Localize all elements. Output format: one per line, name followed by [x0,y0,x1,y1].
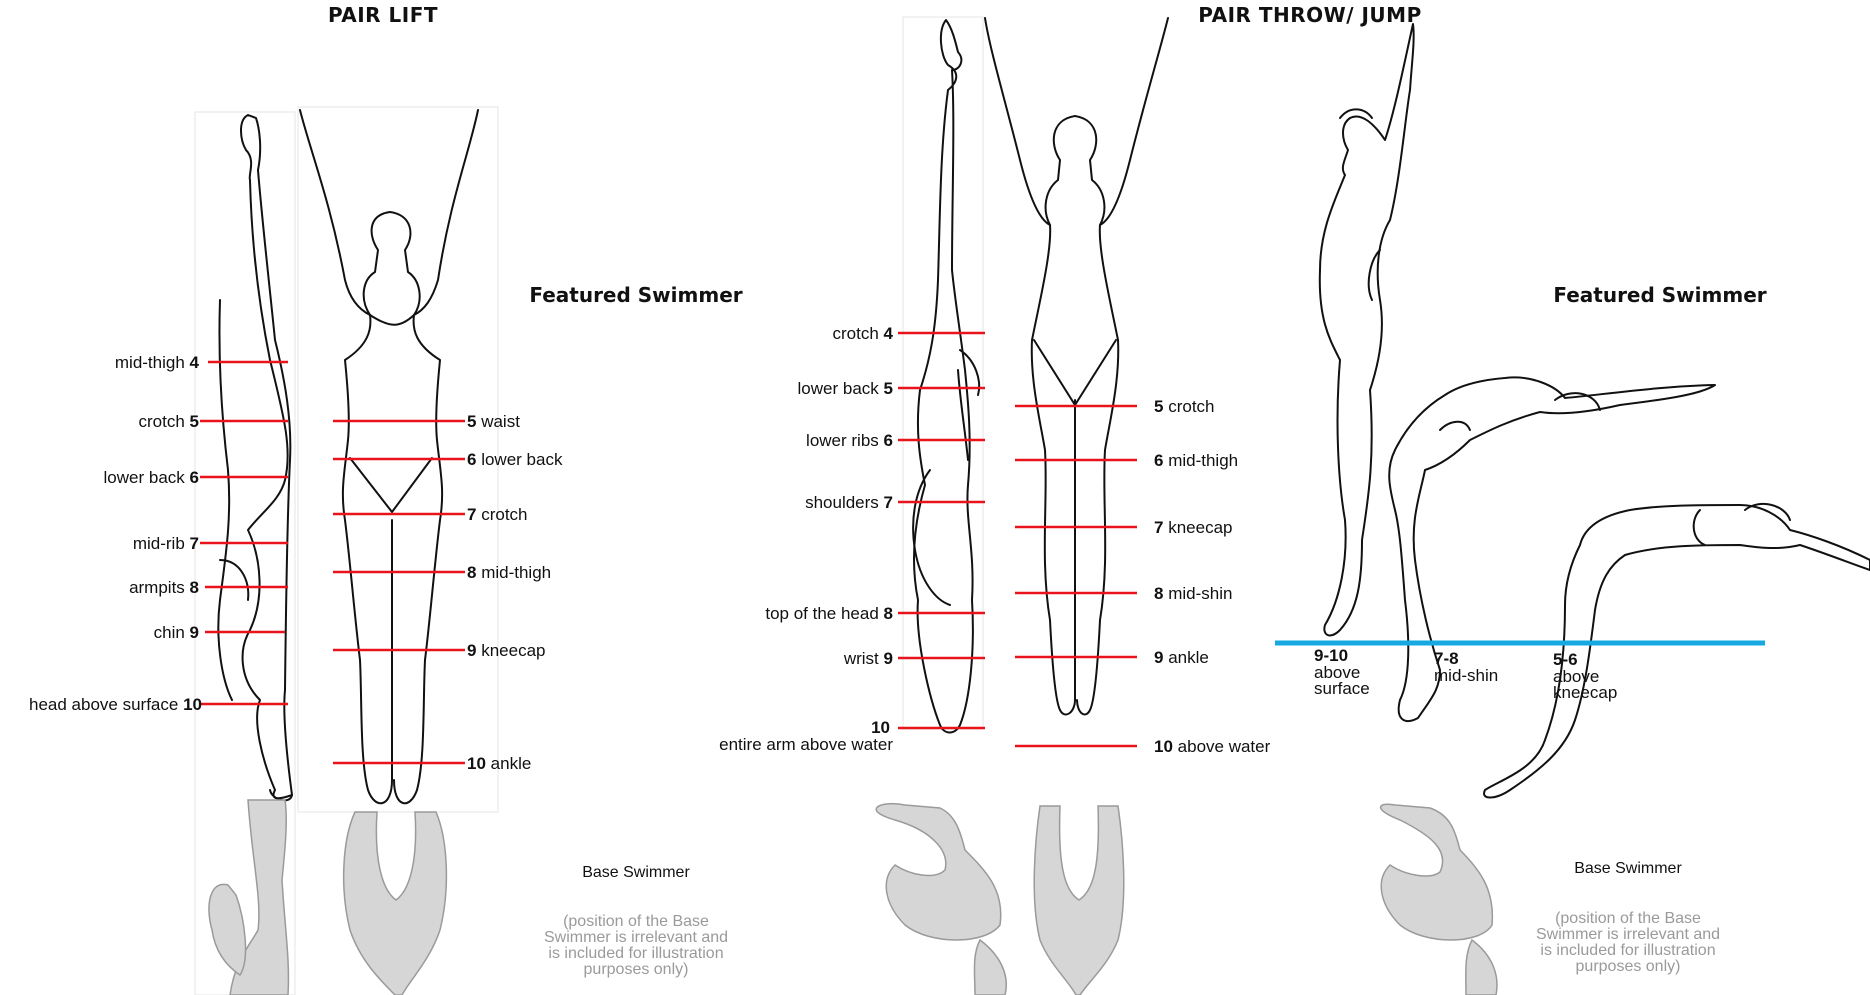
pair-lift-title: PAIR LIFT [328,3,438,27]
note-line: purposes only) [584,961,689,978]
pair-lift-left-labels: mid-thigh 4 crotch 5 lower back 6 mid-ri… [29,353,202,714]
pair-lift-base-swimmer [209,800,446,995]
level-label: head above surface 10 [29,695,202,714]
pair-throw-featured-label: Featured Swimmer [1553,283,1766,307]
note-line: is included for illustration [1540,942,1715,959]
pair-throw-side-figure [903,17,983,733]
level-label: mid-rib 7 [133,534,199,553]
level-label: armpits 8 [129,578,199,597]
pair-throw-base-swimmer-right [1381,804,1497,995]
level-label: crotch 4 [833,324,894,343]
level-label: 10 above water [1154,737,1271,756]
level-label: 9 ankle [1154,648,1209,667]
note-line: (position of the Base [1555,910,1701,927]
level-label: lower back 6 [104,468,199,487]
level-label: chin 9 [154,623,199,642]
level-label: entire arm above water [719,735,893,754]
pair-throw-base-label: Base Swimmer [1574,860,1682,877]
note-line: (position of the Base [563,913,709,930]
level-label: 8 mid-shin [1154,584,1232,603]
pair-throw-surface-labels: 9-10 above surface 7-8 mid-shin 5-6 abov… [1314,646,1617,702]
pair-lift-base-label: Base Swimmer [582,864,690,881]
surface-label: kneecap [1553,683,1617,702]
surface-label: mid-shin [1434,666,1498,685]
pair-throw-left-labels: crotch 4 lower back 5 lower ribs 6 shoul… [719,324,893,754]
level-label: 7 crotch [467,505,528,524]
note-line: purposes only) [1576,958,1681,975]
level-label: 9 kneecap [467,641,545,660]
level-label: wrist 9 [843,649,893,668]
level-label: 5 crotch [1154,397,1215,416]
pair-lift-featured-label: Featured Swimmer [529,283,742,307]
note-line: Swimmer is irrelevant and [544,929,728,946]
pair-throw-base-swimmer-left [876,804,1006,995]
level-label: 5 waist [467,412,520,431]
level-label: lower ribs 6 [806,431,893,450]
level-label: 8 mid-thigh [467,563,551,582]
pair-throw-base-note: (position of the Base Swimmer is irrelev… [1536,910,1720,975]
pair-throw-arched-jumper-lower [1484,504,1870,798]
level-label: 10 ankle [467,754,531,773]
level-label: 6 mid-thigh [1154,451,1238,470]
pair-lift-base-note: (position of the Base Swimmer is irrelev… [544,913,728,978]
level-label: top of the head 8 [765,604,893,623]
level-label: shoulders 7 [805,493,893,512]
pair-lift-right-labels: 5 waist 6 lower back 7 crotch 8 mid-thig… [467,412,563,773]
pair-throw-title: PAIR THROW/ JUMP [1198,3,1421,27]
level-label: 7 kneecap [1154,518,1232,537]
note-line: Swimmer is irrelevant and [1536,926,1720,943]
pair-throw-front-figure [985,18,1168,715]
pair-throw-base-swimmer-center [1034,806,1124,995]
level-label: mid-thigh 4 [115,353,200,372]
pair-throw-right-labels: 5 crotch 6 mid-thigh 7 kneecap 8 mid-shi… [1154,397,1271,756]
pair-lift-left-markers [200,362,288,704]
level-label: crotch 5 [139,412,200,431]
note-line: is included for illustration [548,945,723,962]
surface-label: surface [1314,679,1370,698]
level-label: lower back 5 [798,379,893,398]
level-label: 6 lower back [467,450,563,469]
